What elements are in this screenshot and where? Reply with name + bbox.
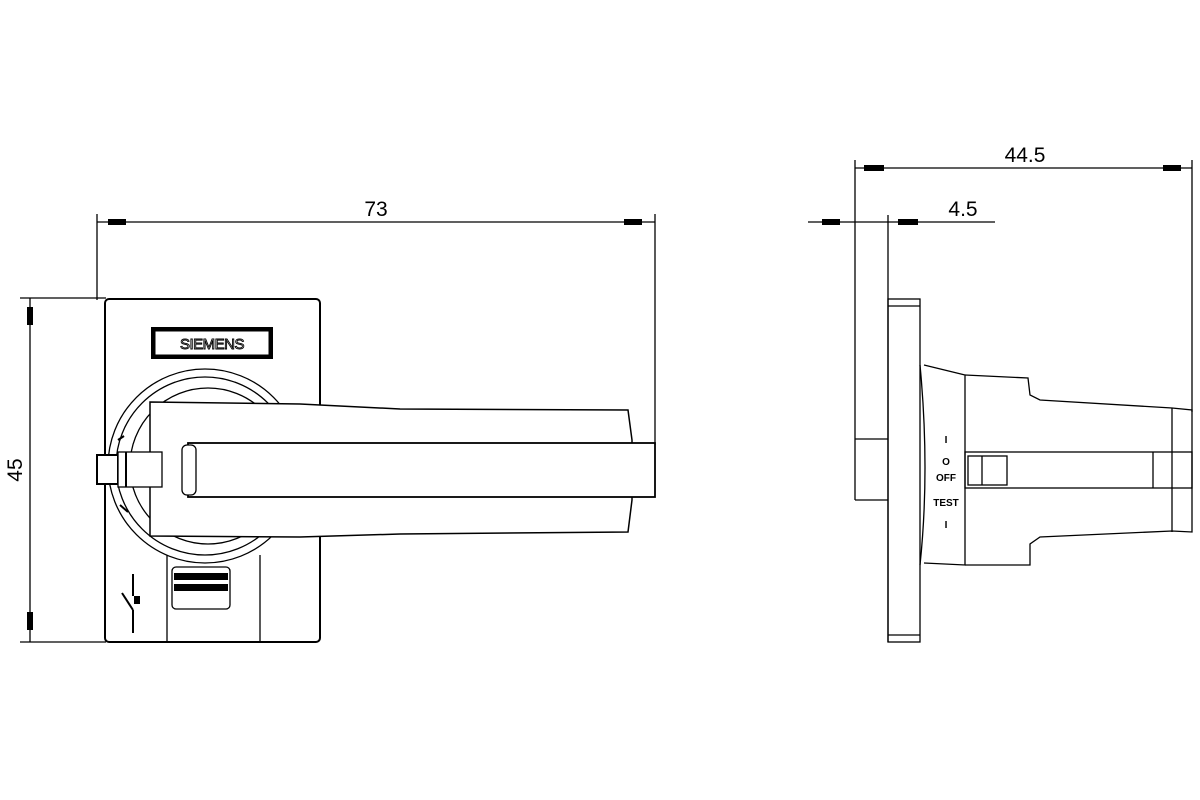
- arrow-mark: [822, 219, 840, 225]
- dimension-flange: 4.5: [808, 198, 995, 642]
- arrow-mark: [864, 165, 884, 171]
- handle-shaft: [964, 451, 1193, 489]
- shaft-clip: [967, 455, 1008, 486]
- arrow-mark: [27, 307, 33, 325]
- label-test: TEST: [933, 498, 959, 509]
- dimension-depth: 44.5: [854, 144, 1193, 500]
- label-off-symbol: O: [942, 457, 950, 468]
- position-labels: I O OFF TEST I: [933, 435, 959, 531]
- position-marks: [117, 435, 129, 513]
- label-on: I: [945, 435, 948, 446]
- dimension-width: 73: [96, 198, 656, 445]
- arrow-mark: [624, 219, 642, 225]
- dimension-label-73: 73: [364, 198, 387, 221]
- arrow-mark: [1163, 165, 1181, 171]
- logo-text: SIEMENS: [180, 336, 245, 353]
- handle-grip[interactable]: [187, 442, 656, 498]
- dimension-height: 45: [4, 297, 106, 643]
- ventilation-grille: [171, 566, 231, 610]
- knob-profile[interactable]: [964, 374, 1193, 566]
- arrow-mark: [27, 612, 33, 630]
- plate-edge: [855, 438, 888, 501]
- arrow-mark: [898, 219, 918, 225]
- label-on-bottom: I: [945, 520, 948, 531]
- dimension-label-4-5: 4.5: [948, 198, 977, 221]
- siemens-logo: SIEMENS: [151, 327, 273, 359]
- handle-end-cap: [181, 444, 197, 496]
- side-view: 44.5 4.5 I O OFF TEST I: [808, 144, 1193, 643]
- label-off: OFF: [936, 473, 956, 484]
- front-view: 73 45 SIEMENS: [4, 198, 656, 643]
- dimension-label-45: 45: [4, 458, 27, 481]
- lock-tab: [96, 454, 119, 485]
- dimension-label-44-5: 44.5: [1005, 144, 1046, 167]
- flange: [887, 298, 921, 643]
- disconnector-symbol-icon: [121, 574, 140, 633]
- arrow-mark: [108, 219, 126, 225]
- lock-slot: [117, 451, 163, 488]
